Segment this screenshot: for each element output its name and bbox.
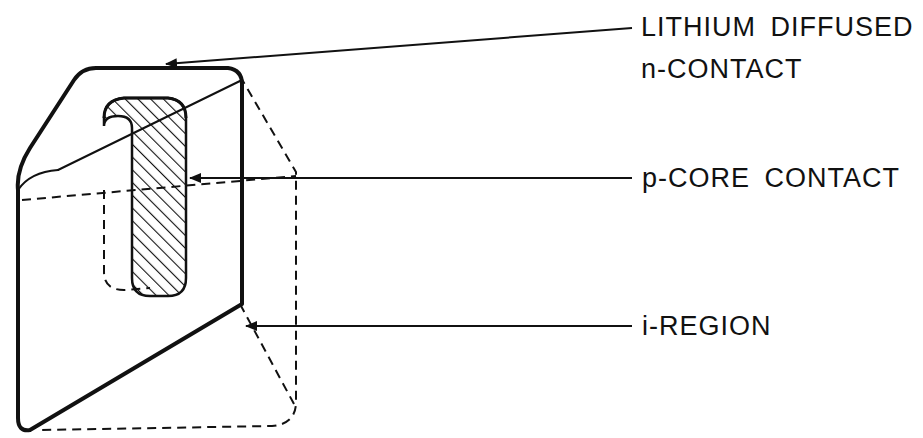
cut-face-top-edge bbox=[58, 80, 242, 170]
hidden-back-outline bbox=[40, 76, 296, 430]
hidden-bottom-edge bbox=[240, 304, 294, 404]
core-rim bbox=[104, 98, 186, 118]
solid-outline bbox=[18, 68, 242, 430]
leader-line bbox=[190, 177, 632, 179]
top-face-edge bbox=[18, 170, 58, 190]
hidden-outline bbox=[22, 76, 296, 430]
leader-line bbox=[166, 28, 632, 64]
part-label: LITHIUM DIFFUSED n-CONTACT bbox=[641, 6, 918, 90]
part-label: i-REGION bbox=[642, 305, 772, 347]
leader-lines bbox=[166, 28, 632, 326]
leader-line bbox=[246, 325, 632, 327]
detector-outline bbox=[18, 68, 242, 430]
part-label: p-CORE CONTACT bbox=[642, 157, 900, 199]
